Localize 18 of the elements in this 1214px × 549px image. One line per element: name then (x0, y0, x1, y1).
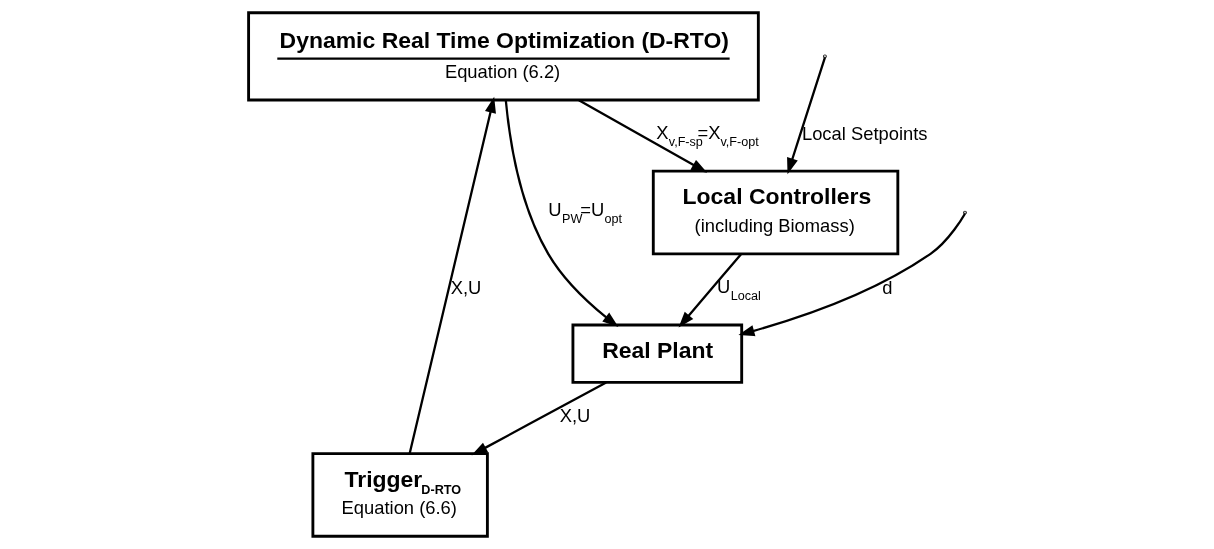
edge-label: U$_{PW}$=U$_{opt}$ (548, 198, 623, 226)
arrow (787, 57, 826, 175)
edge-label: X$_{v,F-sp}$=X$_{v,F-opt}$ (656, 121, 759, 149)
arrow (738, 213, 966, 337)
arrow (471, 381, 607, 456)
node-box: Real Plant (571, 323, 744, 384)
edge-label: X,U (450, 276, 482, 298)
edge-label: Local Setpoints (801, 122, 928, 144)
edge-label: U$_{Local}$ (717, 275, 761, 303)
node-box: Trigger$_{D-RTO}$ Equation (6.6) (311, 452, 489, 538)
edge-label: d (882, 276, 893, 298)
arrow (678, 253, 742, 328)
arrow (408, 96, 496, 454)
node-box: Local Controllers (including Biomass) (651, 169, 900, 256)
arrow (504, 99, 619, 327)
node-box: Dynamic Real Time Optimization (D-RTO) Equation (6.2) (247, 11, 760, 102)
arrow (578, 99, 708, 173)
edge-label: X,U (559, 405, 591, 427)
